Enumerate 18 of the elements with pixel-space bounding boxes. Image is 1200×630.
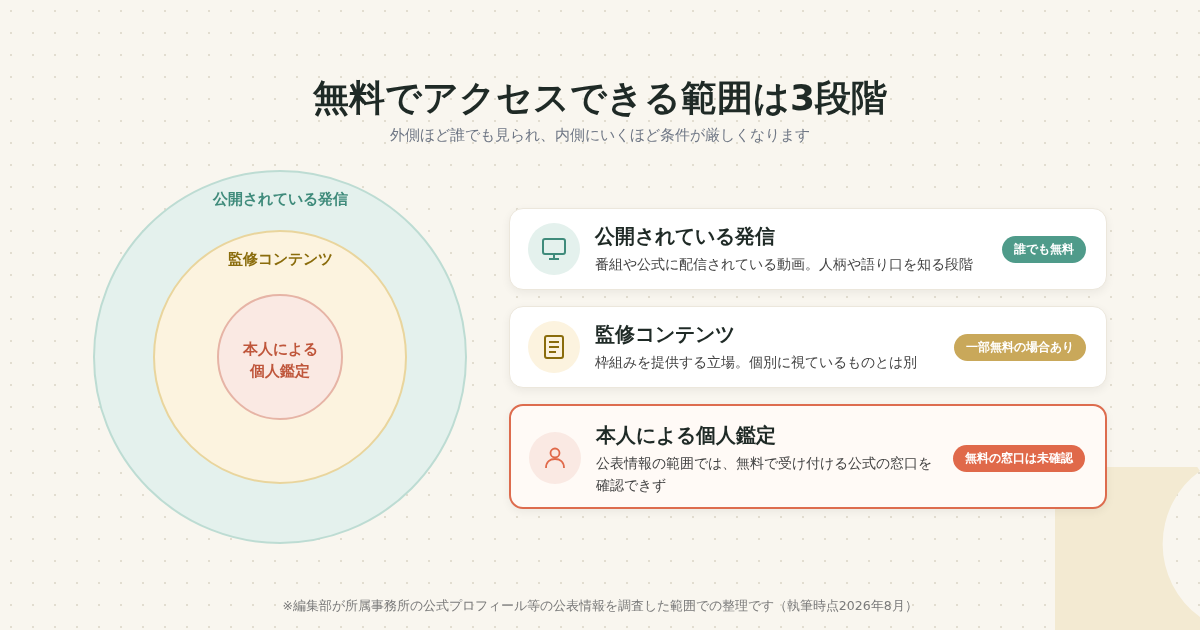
- info-card: [509, 306, 1107, 388]
- info-card: [509, 404, 1107, 509]
- card-description: 枠組みを提供する立場。個別に視ているものとは別: [595, 353, 918, 372]
- info-card: [509, 208, 1107, 290]
- footnote: ※編集部が所属事務所の公式プロフィール等の公表情報を調査した範囲での整理です（執筆時点2026年8月）: [281, 598, 919, 615]
- circle-label: 本人による個人鑑定: [241, 339, 319, 382]
- card-heading: 公開されている発信: [595, 223, 775, 250]
- card-description: 公表情報の範囲では、無料で受け付ける公式の窓口を確認できず: [596, 454, 933, 495]
- status-badge: 一部無料の場合あり: [954, 334, 1086, 361]
- subtitle: 外側ほど誰でも見られ、内側にいくほど条件が厳しくなります: [389, 126, 811, 145]
- circle-label: 公開されている発信: [211, 189, 349, 210]
- card-heading: 本人による個人鑑定: [596, 422, 776, 449]
- card-description: 番組や公式に配信されている動画。人柄や語り口を知る段階: [595, 255, 974, 274]
- status-badge: 誰でも無料: [1002, 236, 1086, 263]
- title: 無料でアクセスできる範囲は3段階: [311, 76, 889, 120]
- circle-label: 監修コンテンツ: [226, 249, 334, 270]
- status-badge: 無料の窓口は未確認: [953, 444, 1085, 472]
- card-heading: 監修コンテンツ: [595, 321, 735, 348]
